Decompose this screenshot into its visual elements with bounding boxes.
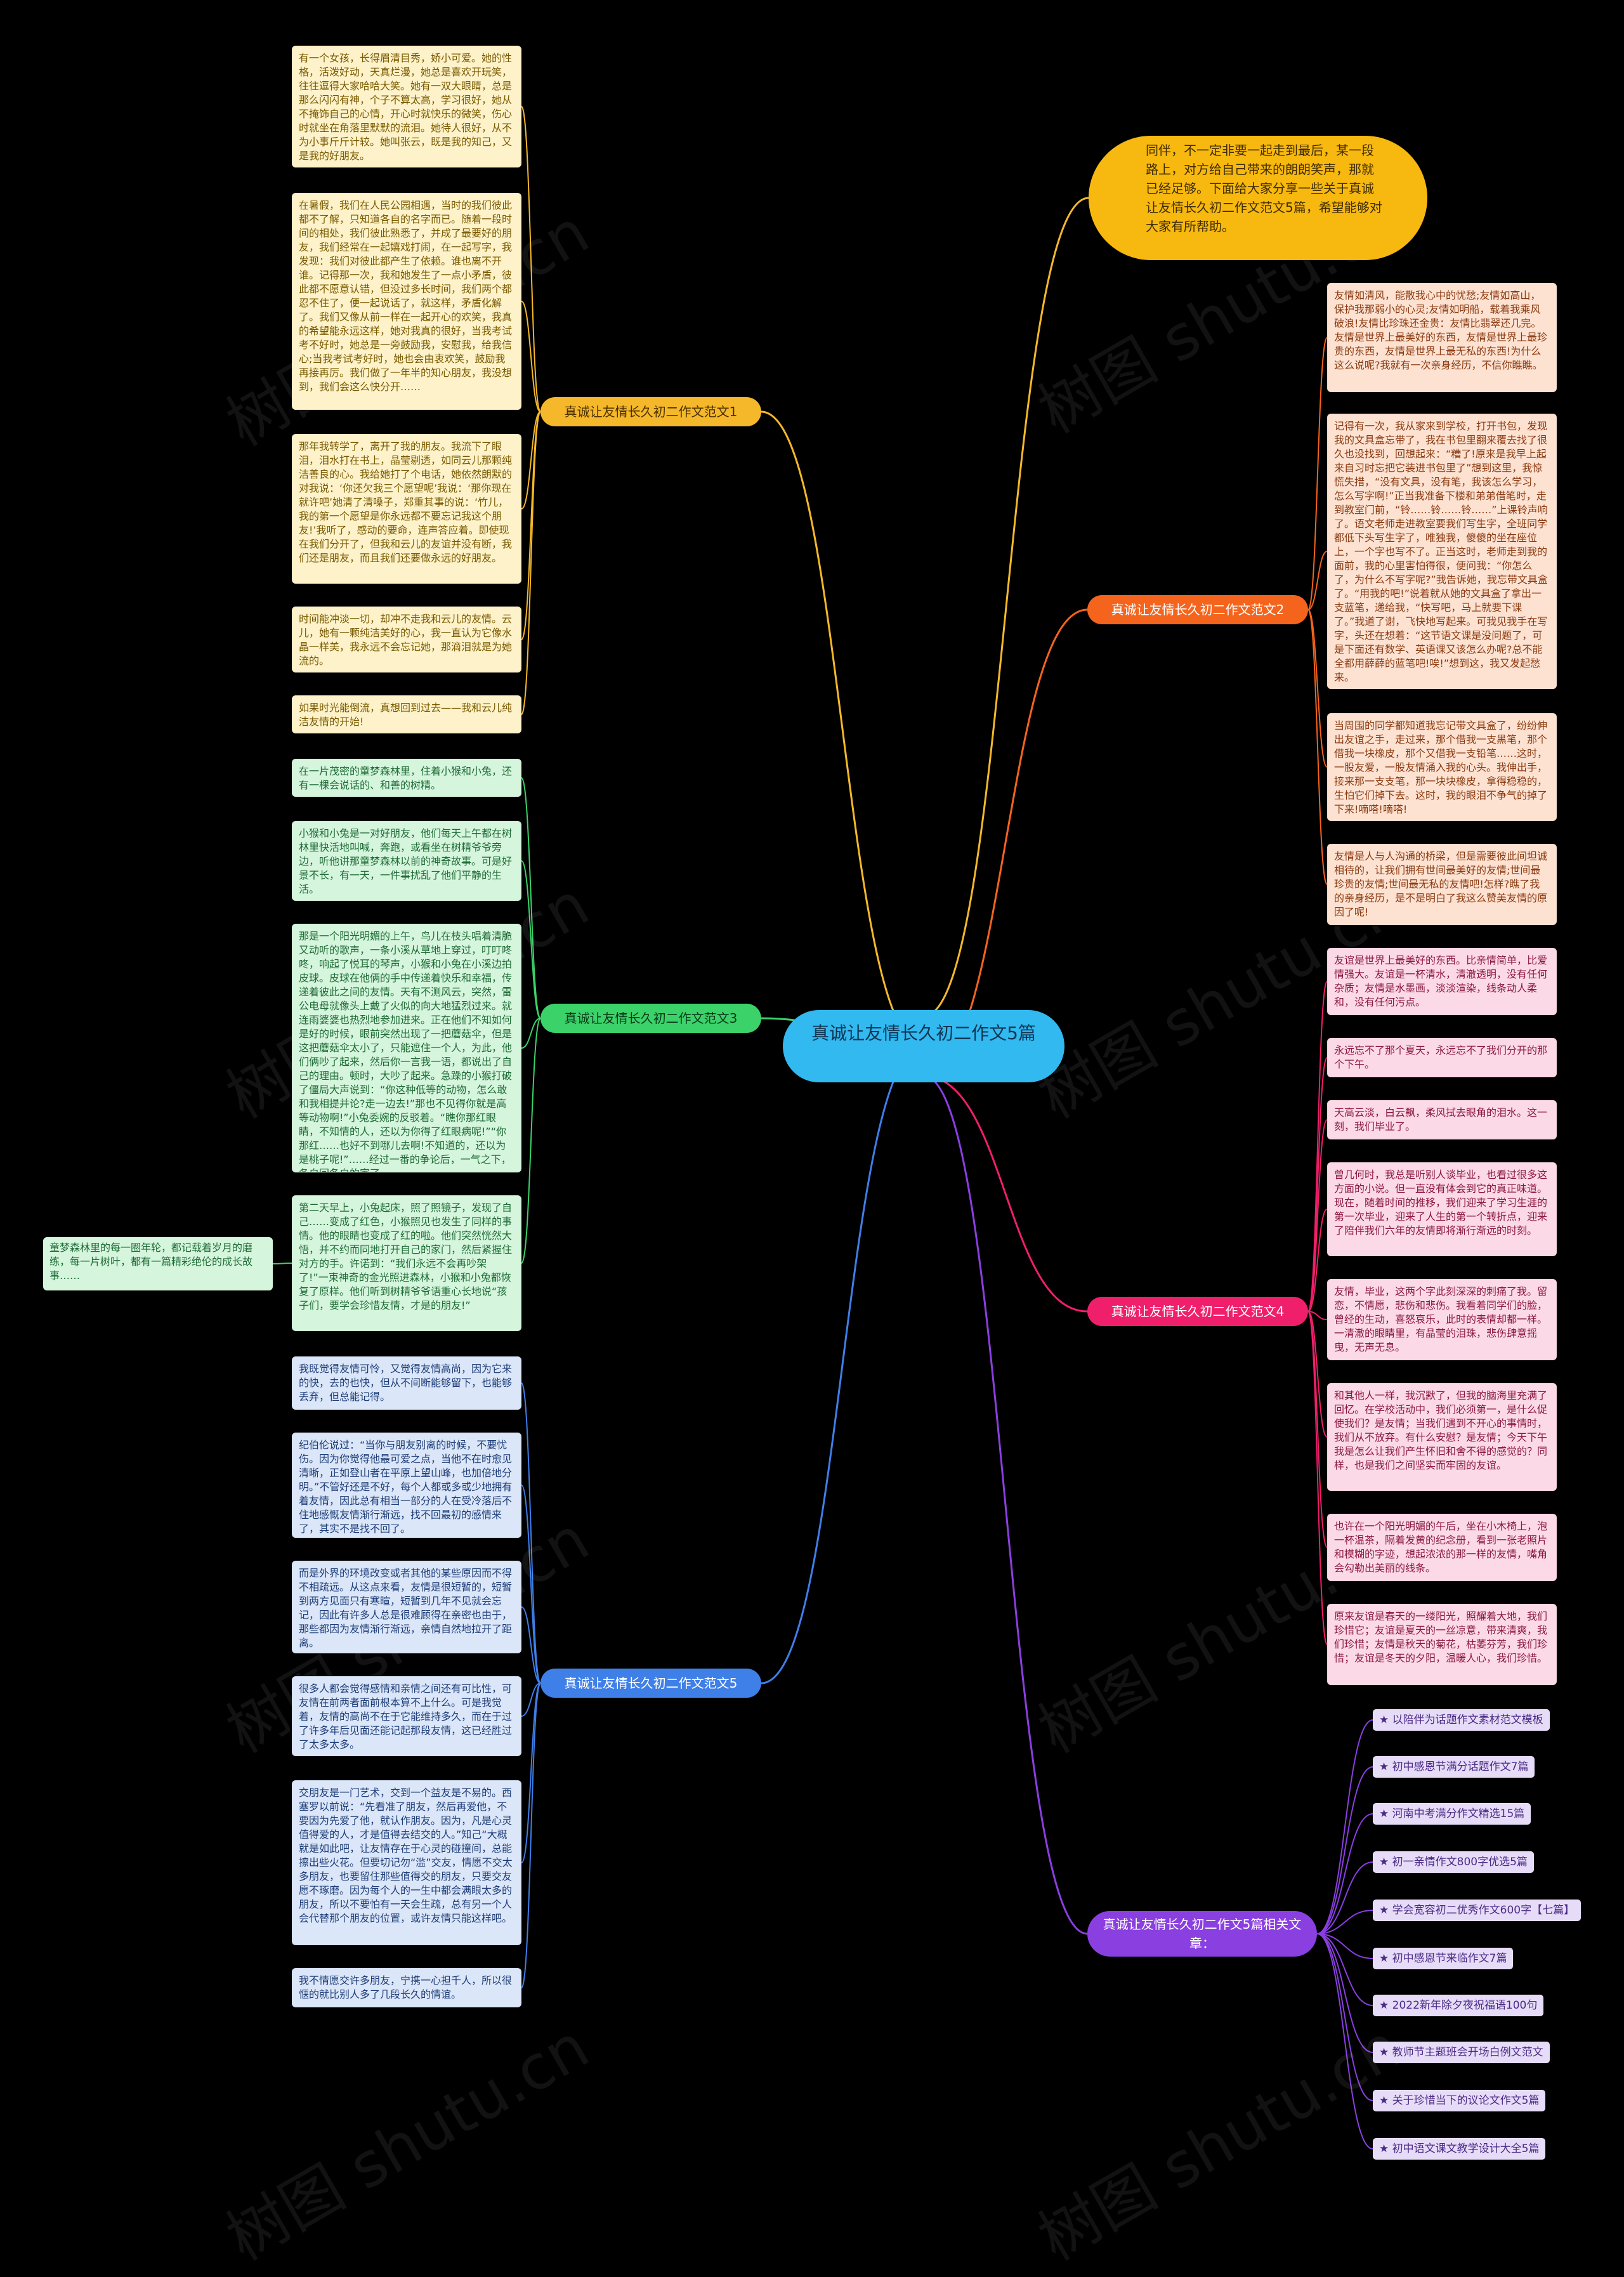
root-topic[interactable]: 真诚让友情长久初二作文5篇 xyxy=(783,1010,1064,1082)
b3-leaf-3[interactable]: 那是一个阳光明媚的上午，鸟儿在枝头唱着清脆又动听的歌声，一条小溪从草地上穿过，叮… xyxy=(292,924,521,1172)
branch-essay-4[interactable]: 真诚让友情长久初二作文范文4 xyxy=(1087,1297,1308,1326)
link-br6-leaf xyxy=(1316,1933,1373,2006)
branch-essay-1[interactable]: 真诚让友情长久初二作文范文1 xyxy=(540,397,761,426)
link-br6-leaf xyxy=(1316,1933,1373,1959)
b5-leaf-2[interactable]: 纪伯伦说过：“当你与朋友别离的时候，不要忧伤。因为你觉得他最可爱之点，当他不在时… xyxy=(292,1433,521,1538)
intro-node[interactable]: 同伴，不一定非要一起走到最后，某一段路上，对方给自己带来的朗朗笑声，那就已经足够… xyxy=(1089,136,1427,260)
link-br5-leaf xyxy=(521,1683,541,1988)
b2-leaf-1[interactable]: 友情如清风，能散我心中的忧愁;友情如高山，保护我那弱小的心灵;友情如明船，载着我… xyxy=(1327,283,1557,392)
b5-leaf-6[interactable]: 我不情愿交许多朋友，宁携一心担千人，所以很惬的就比别人多了几段长久的情谊。 xyxy=(292,1968,521,2007)
b5-leaf-5[interactable]: 交朋友是一门艺术，交到一个益友是不易的。西塞罗以前说：“先看准了朋友，然后再爱他… xyxy=(292,1780,521,1945)
link-root-br2 xyxy=(923,608,1088,1077)
link-b3-side-note xyxy=(272,1263,292,1264)
related-article-3[interactable]: ★ 河南中考满分作文精选15篇 xyxy=(1373,1803,1531,1825)
link-br5-leaf xyxy=(521,1683,541,1717)
link-br4-leaf xyxy=(1307,1209,1328,1312)
link-br6-leaf xyxy=(1316,1910,1373,1934)
link-br6-leaf xyxy=(1316,1861,1373,1934)
link-br2-leaf xyxy=(1307,337,1328,610)
b4-leaf-2[interactable]: 永远忘不了那个夏天，永远忘不了我们分开的那个下午。 xyxy=(1327,1038,1557,1077)
link-br6-leaf xyxy=(1316,1719,1373,1934)
related-article-7[interactable]: ★ 2022新年除夕夜祝福语100句 xyxy=(1373,1995,1544,2016)
related-article-10[interactable]: ★ 初中语文课文教学设计大全5篇 xyxy=(1373,2138,1546,2160)
link-root-br5 xyxy=(761,1045,924,1684)
b3-leaf-1[interactable]: 在一片茂密的童梦森林里，住着小猴和小兔，还有一棵会说话的、和善的树精。 xyxy=(292,759,521,797)
related-article-8[interactable]: ★ 教师节主题班会开场白例文范文 xyxy=(1373,2042,1550,2063)
link-br5-leaf xyxy=(521,1683,541,1863)
b5-leaf-4[interactable]: 很多人都会觉得感情和亲情之间还有可比性，可友情在前两者面前根本算不上什么。可是我… xyxy=(292,1676,521,1756)
b1-leaf-4[interactable]: 时间能冲淡一切，却冲不走我和云儿的友情。云儿，她有一颗纯洁美好的心，我一直认为它… xyxy=(292,607,521,673)
link-root-br6 xyxy=(923,1075,1088,1935)
link-br5-leaf xyxy=(521,1606,541,1684)
b1-leaf-3[interactable]: 那年我转学了，离开了我的朋友。我流下了眼泪，泪水打在书上，晶莹剔透，如同云儿那颗… xyxy=(292,434,521,584)
b4-leaf-4[interactable]: 曾几何时，我总是听别人谈毕业，也看过很多这方面的小说。但一直没有体会到它的真正味… xyxy=(1327,1162,1557,1256)
link-br6-leaf xyxy=(1316,1933,1373,2101)
link-br3-leaf xyxy=(521,777,541,1019)
b4-leaf-3[interactable]: 天高云淡，白云飘，柔风拭去眼角的泪水。这一刻，我们毕业了。 xyxy=(1327,1100,1557,1139)
b4-leaf-5[interactable]: 友情，毕业，这两个字此刻深深的刺痛了我。留恋，不情愿，悲伤和悲伤。我看着同学们的… xyxy=(1327,1279,1557,1360)
b1-leaf-5[interactable]: 如果时光能倒流，真想回到过去——我和云儿纯洁友情的开始! xyxy=(292,695,521,733)
link-br5-leaf xyxy=(521,1382,541,1684)
b2-leaf-3[interactable]: 当周围的同学都知道我忘记带文具盒了，纷纷伸出友谊之手，走过来，那个借我一支黑笔，… xyxy=(1327,713,1557,821)
b3-leaf-2[interactable]: 小猴和小兔是一对好朋友，他们每天上午都在树林里快活地叫喊，奔跑，或看坐在树精爷爷… xyxy=(292,821,521,901)
link-br1-leaf xyxy=(521,301,541,412)
b4-leaf-1[interactable]: 友谊是世界上最美好的东西。比亲情简单，比爱情强大。友谊是一杯清水，清澈透明，没有… xyxy=(1327,948,1557,1015)
b2-leaf-4[interactable]: 友情是人与人沟通的桥梁，但是需要彼此间坦诚相待的，让我们拥有世间最美好的友情;世… xyxy=(1327,844,1557,925)
related-article-5[interactable]: ★ 学会宽容初二优秀作文600字【七篇】 xyxy=(1373,1900,1581,1921)
intro-text: 同伴，不一定非要一起走到最后，某一段路上，对方给自己带来的朗朗笑声，那就已经足够… xyxy=(1146,143,1382,234)
link-br4-leaf xyxy=(1307,1057,1328,1312)
b4-leaf-8[interactable]: 原来友谊是春天的一缕阳光，照耀着大地，我们珍惜它；友谊是夏天的一丝凉意，带来清爽… xyxy=(1327,1604,1557,1685)
link-root-br1 xyxy=(761,410,924,1047)
link-br3-leaf xyxy=(521,860,541,1019)
link-br1-leaf xyxy=(521,411,541,640)
related-article-1[interactable]: ★ 以陪伴为话题作文素材范文模板 xyxy=(1373,1709,1550,1731)
b1-leaf-2[interactable]: 在暑假，我们在人民公园相遇，当时的我们彼此都不了解，只知道各自的名字而已。随着一… xyxy=(292,193,521,410)
link-br4-leaf xyxy=(1307,1119,1328,1312)
b5-leaf-3[interactable]: 而是外界的环境改变或者其他的某些原因而不得不相疏远。从这点来看，友情是很短暂的，… xyxy=(292,1561,521,1653)
link-br3-leaf xyxy=(521,1018,541,1264)
link-br2-leaf xyxy=(1307,609,1328,768)
link-br2-leaf xyxy=(1307,551,1328,610)
b5-leaf-1[interactable]: 我既觉得友情可怜，又觉得友情高尚，因为它来的快，去的也快，但从不间断能够留下，也… xyxy=(292,1356,521,1410)
b3-side-note[interactable]: 童梦森林里的每一圈年轮，都记载着岁月的磨练，每一片树叶，都有一篇精彩绝伦的成长故… xyxy=(43,1237,273,1290)
branch-essay-5[interactable]: 真诚让友情长久初二作文范文5 xyxy=(540,1669,761,1698)
link-root-br4 xyxy=(923,1075,1088,1313)
b3-leaf-4[interactable]: 第二天早上，小兔起床，照了照镜子，发现了自己……变成了红色，小猴照见也发生了同样… xyxy=(292,1195,521,1331)
link-br6-leaf xyxy=(1316,1933,1373,2149)
link-br4-leaf xyxy=(1307,1311,1328,1320)
branch-essay-2[interactable]: 真诚让友情长久初二作文范文2 xyxy=(1087,595,1308,624)
branch-related-articles[interactable]: 真诚让友情长久初二作文5篇相关文章： xyxy=(1087,1911,1317,1957)
link-br2-leaf xyxy=(1307,609,1328,885)
b1-leaf-1[interactable]: 有一个女孩，长得眉清目秀，娇小可爱。她的性格，活泼好动，天真烂漫，她总是喜欢开玩… xyxy=(292,46,521,167)
related-article-6[interactable]: ★ 初中感恩节来临作文7篇 xyxy=(1373,1948,1514,1969)
link-br4-leaf xyxy=(1307,1311,1328,1645)
link-br1-leaf xyxy=(521,106,541,412)
related-article-4[interactable]: ★ 初一亲情作文800字优选5篇 xyxy=(1373,1851,1534,1873)
link-br1-leaf xyxy=(521,411,541,715)
link-br6-leaf xyxy=(1316,1813,1373,1934)
branch-essay-3[interactable]: 真诚让友情长久初二作文范文3 xyxy=(540,1004,761,1033)
related-article-9[interactable]: ★ 关于珍惜当下的议论文作文5篇 xyxy=(1373,2090,1546,2111)
b4-leaf-6[interactable]: 和其他人一样，我沉默了，但我的脑海里充满了回忆。在学校活动中，我们必须第一，是什… xyxy=(1327,1383,1557,1491)
b4-leaf-7[interactable]: 也许在一个阳光明媚的午后，坐在小木椅上，泡一杯温茶，隔着发黄的纪念册，看到一张老… xyxy=(1327,1514,1557,1581)
root-title: 真诚让友情长久初二作文5篇 xyxy=(811,1023,1036,1044)
link-br1-leaf xyxy=(521,411,541,509)
link-br5-leaf xyxy=(521,1485,541,1684)
link-root-intro xyxy=(923,197,1089,1018)
link-br3-leaf xyxy=(521,1018,541,1049)
link-br4-leaf xyxy=(1307,1311,1328,1548)
b2-leaf-2[interactable]: 记得有一次，我从家来到学校，打开书包，发现我的文具盒忘带了，我在书包里翻来覆去找… xyxy=(1327,414,1557,689)
link-br6-leaf xyxy=(1316,1933,1373,2053)
link-br6-leaf xyxy=(1316,1766,1373,1934)
link-br4-leaf xyxy=(1307,1311,1328,1438)
related-article-2[interactable]: ★ 初中感恩节满分话题作文7篇 xyxy=(1373,1756,1535,1778)
